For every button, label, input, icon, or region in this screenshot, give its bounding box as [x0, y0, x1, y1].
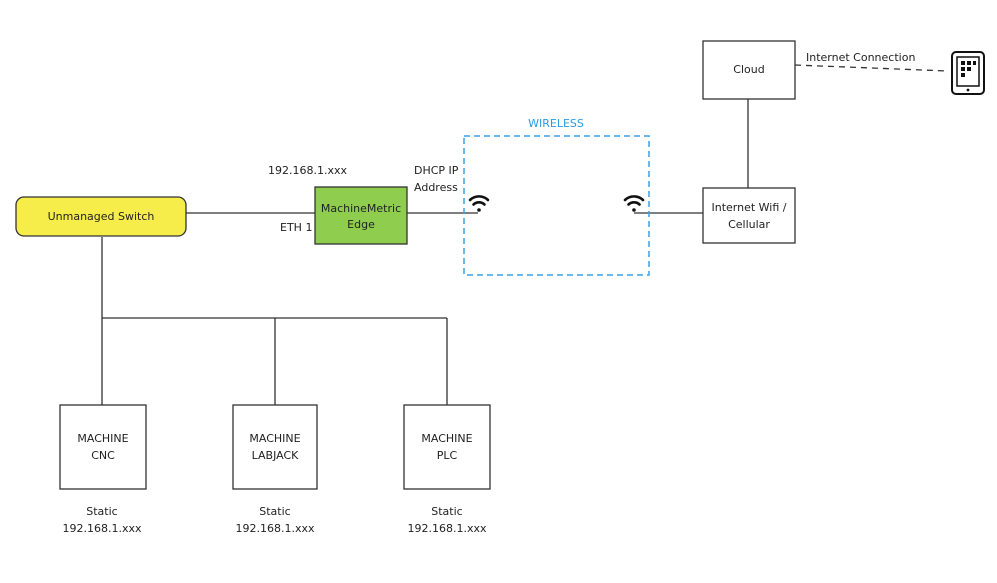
machine-labjack-node: MACHINE LABJACK — [232, 404, 318, 490]
machine-plc-node: MACHINE PLC — [403, 404, 491, 490]
machine-label-line1: MACHINE — [249, 432, 300, 445]
cloud-label: Cloud — [733, 63, 764, 76]
edge-label-line2: Edge — [347, 218, 375, 231]
cloud-node — [702, 40, 796, 100]
machine-label-line2: PLC — [437, 449, 458, 462]
machine-label-line2: CNC — [91, 449, 115, 462]
unmanaged-switch-label: Unmanaged Switch — [48, 210, 155, 223]
machine-static-label: Static — [86, 505, 117, 518]
edge-label-line1: MachineMetric — [321, 202, 401, 215]
dhcp-label-line1: DHCP IP — [414, 164, 459, 177]
machine-ip-label: 192.168.1.xxx — [62, 522, 141, 535]
tablet-icon — [951, 51, 985, 95]
machinemetric-edge-node — [314, 186, 408, 245]
wifi-icon — [468, 195, 490, 212]
internet-connection-label: Internet Connection — [806, 51, 915, 64]
dhcp-label-line2: Address — [414, 181, 458, 194]
machine-static-label: Static — [259, 505, 290, 518]
machine-label-line1: MACHINE — [421, 432, 472, 445]
unmanaged-switch-node — [15, 196, 187, 237]
machine-static-label: Static — [431, 505, 462, 518]
connector-lines — [101, 64, 949, 405]
internet-connection-line — [794, 64, 949, 72]
edge-ip-label: 192.168.1.xxx — [268, 164, 347, 177]
internet-wifi-node — [702, 187, 796, 244]
machine-cnc-node: MACHINE CNC — [59, 404, 147, 490]
machine-ip-label: 192.168.1.xxx — [235, 522, 314, 535]
machine-ip-label: 192.168.1.xxx — [407, 522, 486, 535]
wifi-node-label-line2: Cellular — [728, 218, 770, 231]
machine-label-line1: MACHINE — [77, 432, 128, 445]
wireless-label: WIRELESS — [528, 117, 584, 130]
machine-label-line2: LABJACK — [252, 449, 300, 462]
wifi-node-label-line1: Internet Wifi / — [712, 201, 787, 214]
eth-label: ETH 1 — [280, 221, 312, 234]
wireless-zone — [463, 135, 650, 276]
wifi-icon — [623, 195, 645, 212]
